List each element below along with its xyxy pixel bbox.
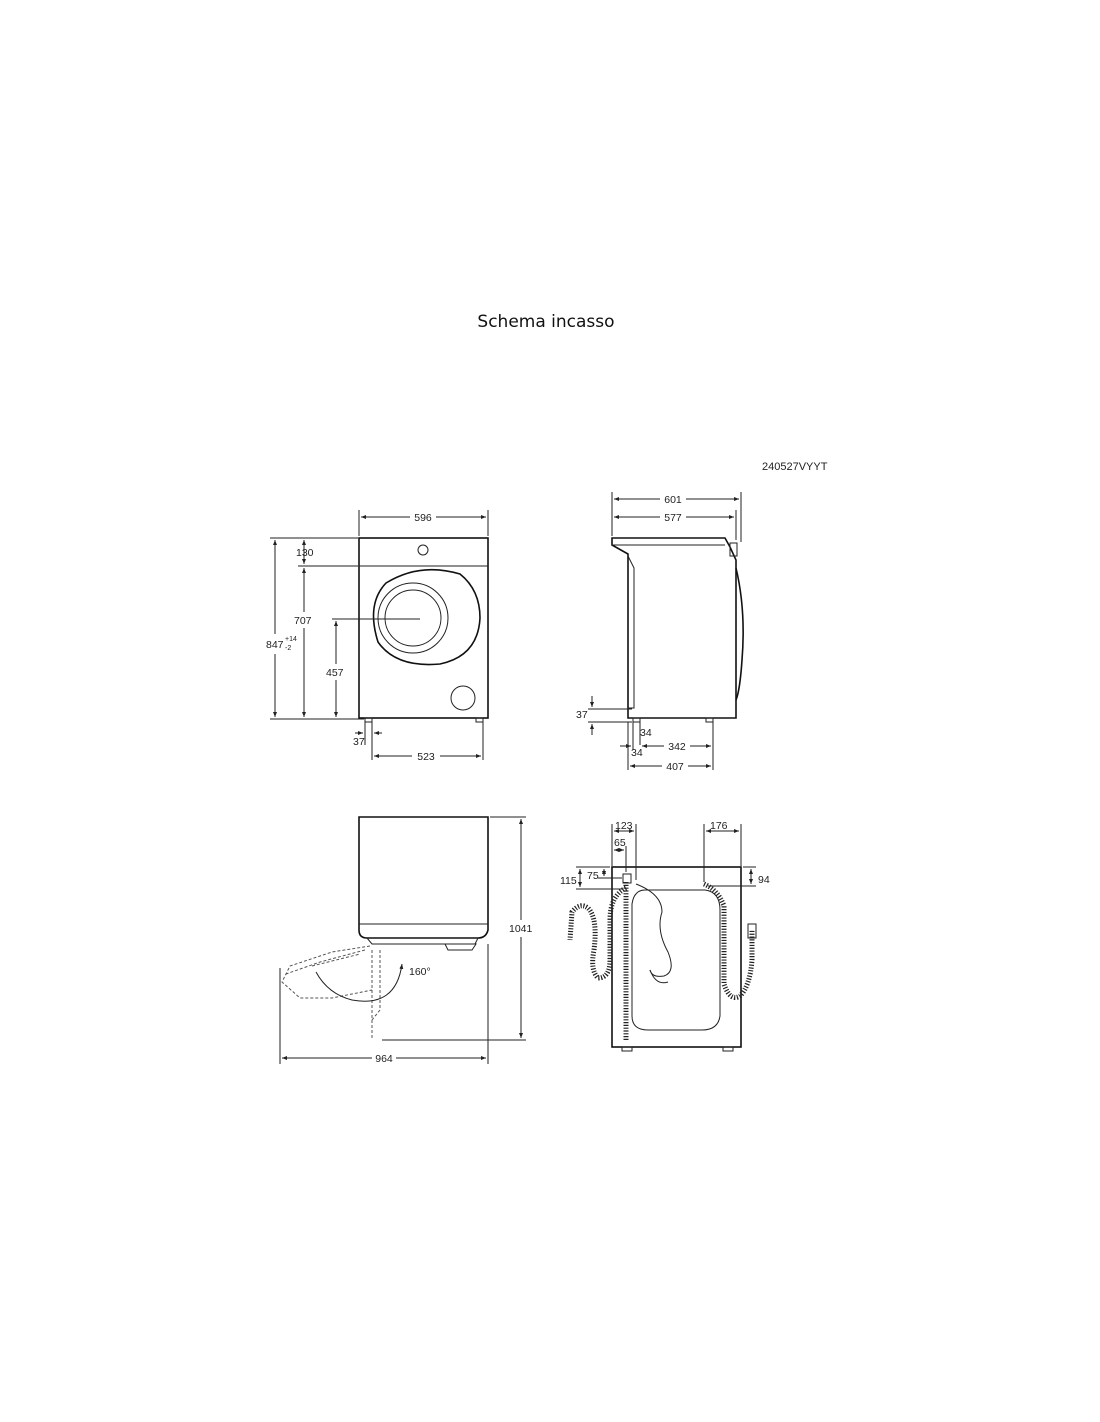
page-title: Schema incasso <box>477 312 615 332</box>
inlet-offset-label: 65 <box>614 837 626 849</box>
door-angle-label: 160° <box>409 966 431 978</box>
side-view: 601 577 37 34 342 34 407 <box>576 492 744 773</box>
side-door-profile <box>735 567 744 701</box>
drain-height-label: 94 <box>758 874 770 886</box>
back-view: 123 65 176 115 75 94 <box>560 820 770 1052</box>
total-height-label: 847 <box>266 639 284 651</box>
inlet-connector <box>622 873 632 884</box>
drawing-code: 240527VYYT <box>762 461 828 473</box>
inlet-height-a-label: 115 <box>560 875 577 887</box>
inlet-hose-curve <box>567 885 628 981</box>
power-cable <box>635 883 672 977</box>
back-foot-left <box>621 1046 633 1052</box>
tolerance-plus: +14 <box>285 636 297 643</box>
inlet-height-b-label: 75 <box>587 870 599 882</box>
foot-offset-a-label: 34 <box>640 727 652 739</box>
drain-right-label: 176 <box>710 820 728 832</box>
drain-hose-end <box>747 923 757 939</box>
side-foot-span-label: 342 <box>668 741 686 753</box>
front-view: 596 130 707 847 +14 -2 457 37 523 <box>266 510 489 763</box>
back-body-outline <box>611 866 742 1048</box>
side-foot-front <box>705 717 714 723</box>
foot-left <box>364 717 373 723</box>
body-height-label: 707 <box>294 615 312 627</box>
door-angle-arc <box>315 963 404 1002</box>
front-width-label: 596 <box>414 512 432 524</box>
foot-right <box>475 717 484 723</box>
door-porthole <box>377 582 449 654</box>
back-service-panel <box>631 889 721 1031</box>
total-depth-label: 1041 <box>509 923 533 935</box>
foot-span-label: 523 <box>417 751 435 763</box>
open-door-outline <box>281 945 373 999</box>
door-opening-depth-label: 964 <box>375 1053 393 1065</box>
side-foot-depth-label: 407 <box>666 761 684 773</box>
depth-total-label: 601 <box>664 494 682 506</box>
door-center-height-label: 457 <box>326 667 344 679</box>
side-knob <box>729 542 738 557</box>
tolerance-minus: -2 <box>285 645 291 652</box>
program-knob-icon <box>417 544 429 556</box>
drain-hose <box>702 881 755 1000</box>
top-door-handle <box>444 943 477 951</box>
inlet-left-label: 123 <box>615 820 633 832</box>
back-foot-right <box>722 1046 734 1052</box>
top-panel-label: 130 <box>296 547 314 559</box>
side-foot-height-label: 37 <box>576 709 588 721</box>
top-body-outline <box>358 816 489 939</box>
foot-offset-b-label: 34 <box>631 747 643 759</box>
top-door-hinge <box>366 937 479 945</box>
depth-body-label: 577 <box>664 512 682 524</box>
side-foot-back <box>632 717 641 723</box>
side-body-outline <box>611 537 737 719</box>
foot-inset-label: 37 <box>353 736 365 748</box>
front-body-outline <box>358 537 489 719</box>
filter-hatch <box>450 685 476 711</box>
door-frame <box>372 568 481 666</box>
side-back-panel <box>627 555 635 709</box>
top-view: 160° 964 1041 <box>279 816 533 1065</box>
door-glass <box>384 589 442 647</box>
